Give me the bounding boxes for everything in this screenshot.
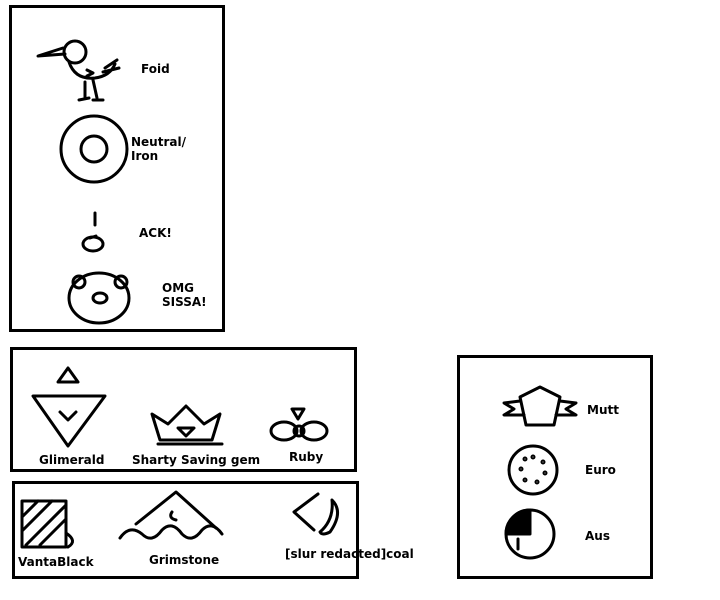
ring-icon xyxy=(59,114,129,184)
stone-label: Grimstone xyxy=(149,553,220,567)
triangle-gem-icon xyxy=(31,366,107,448)
creature-label: OMG SISSA! xyxy=(162,281,207,309)
banner-pentagon-icon xyxy=(502,385,578,427)
gem-label: Sharty Saving gem xyxy=(132,453,261,467)
face-icon xyxy=(67,271,131,325)
gem-label: Glimerald xyxy=(39,453,105,467)
exclaim-icon xyxy=(81,211,105,253)
stones-panel xyxy=(12,481,359,579)
gems-panel xyxy=(10,347,357,472)
crescent-icon xyxy=(292,492,339,536)
creature-label: Neutral/ Iron xyxy=(131,135,186,163)
coin-label: Euro xyxy=(585,463,616,477)
stone-label: VantaBlack xyxy=(18,555,94,569)
creature-label: ACK! xyxy=(139,226,172,240)
creatures-panel xyxy=(9,5,225,332)
coin-label: Aus xyxy=(585,529,610,543)
crown-icon xyxy=(150,404,224,446)
gem-label: Ruby xyxy=(289,450,324,464)
dotted-coin-icon xyxy=(507,444,559,496)
bird-icon xyxy=(36,39,121,102)
stone-label: [slur redacted]coal xyxy=(285,547,414,561)
coin-label: Mutt xyxy=(587,403,619,417)
hatched-square-icon xyxy=(20,499,74,549)
quarter-coin-icon xyxy=(504,508,556,560)
coins-panel xyxy=(457,355,653,579)
propeller-icon xyxy=(269,407,329,442)
mountain-icon xyxy=(118,490,224,540)
creature-label: Foid xyxy=(141,62,170,76)
